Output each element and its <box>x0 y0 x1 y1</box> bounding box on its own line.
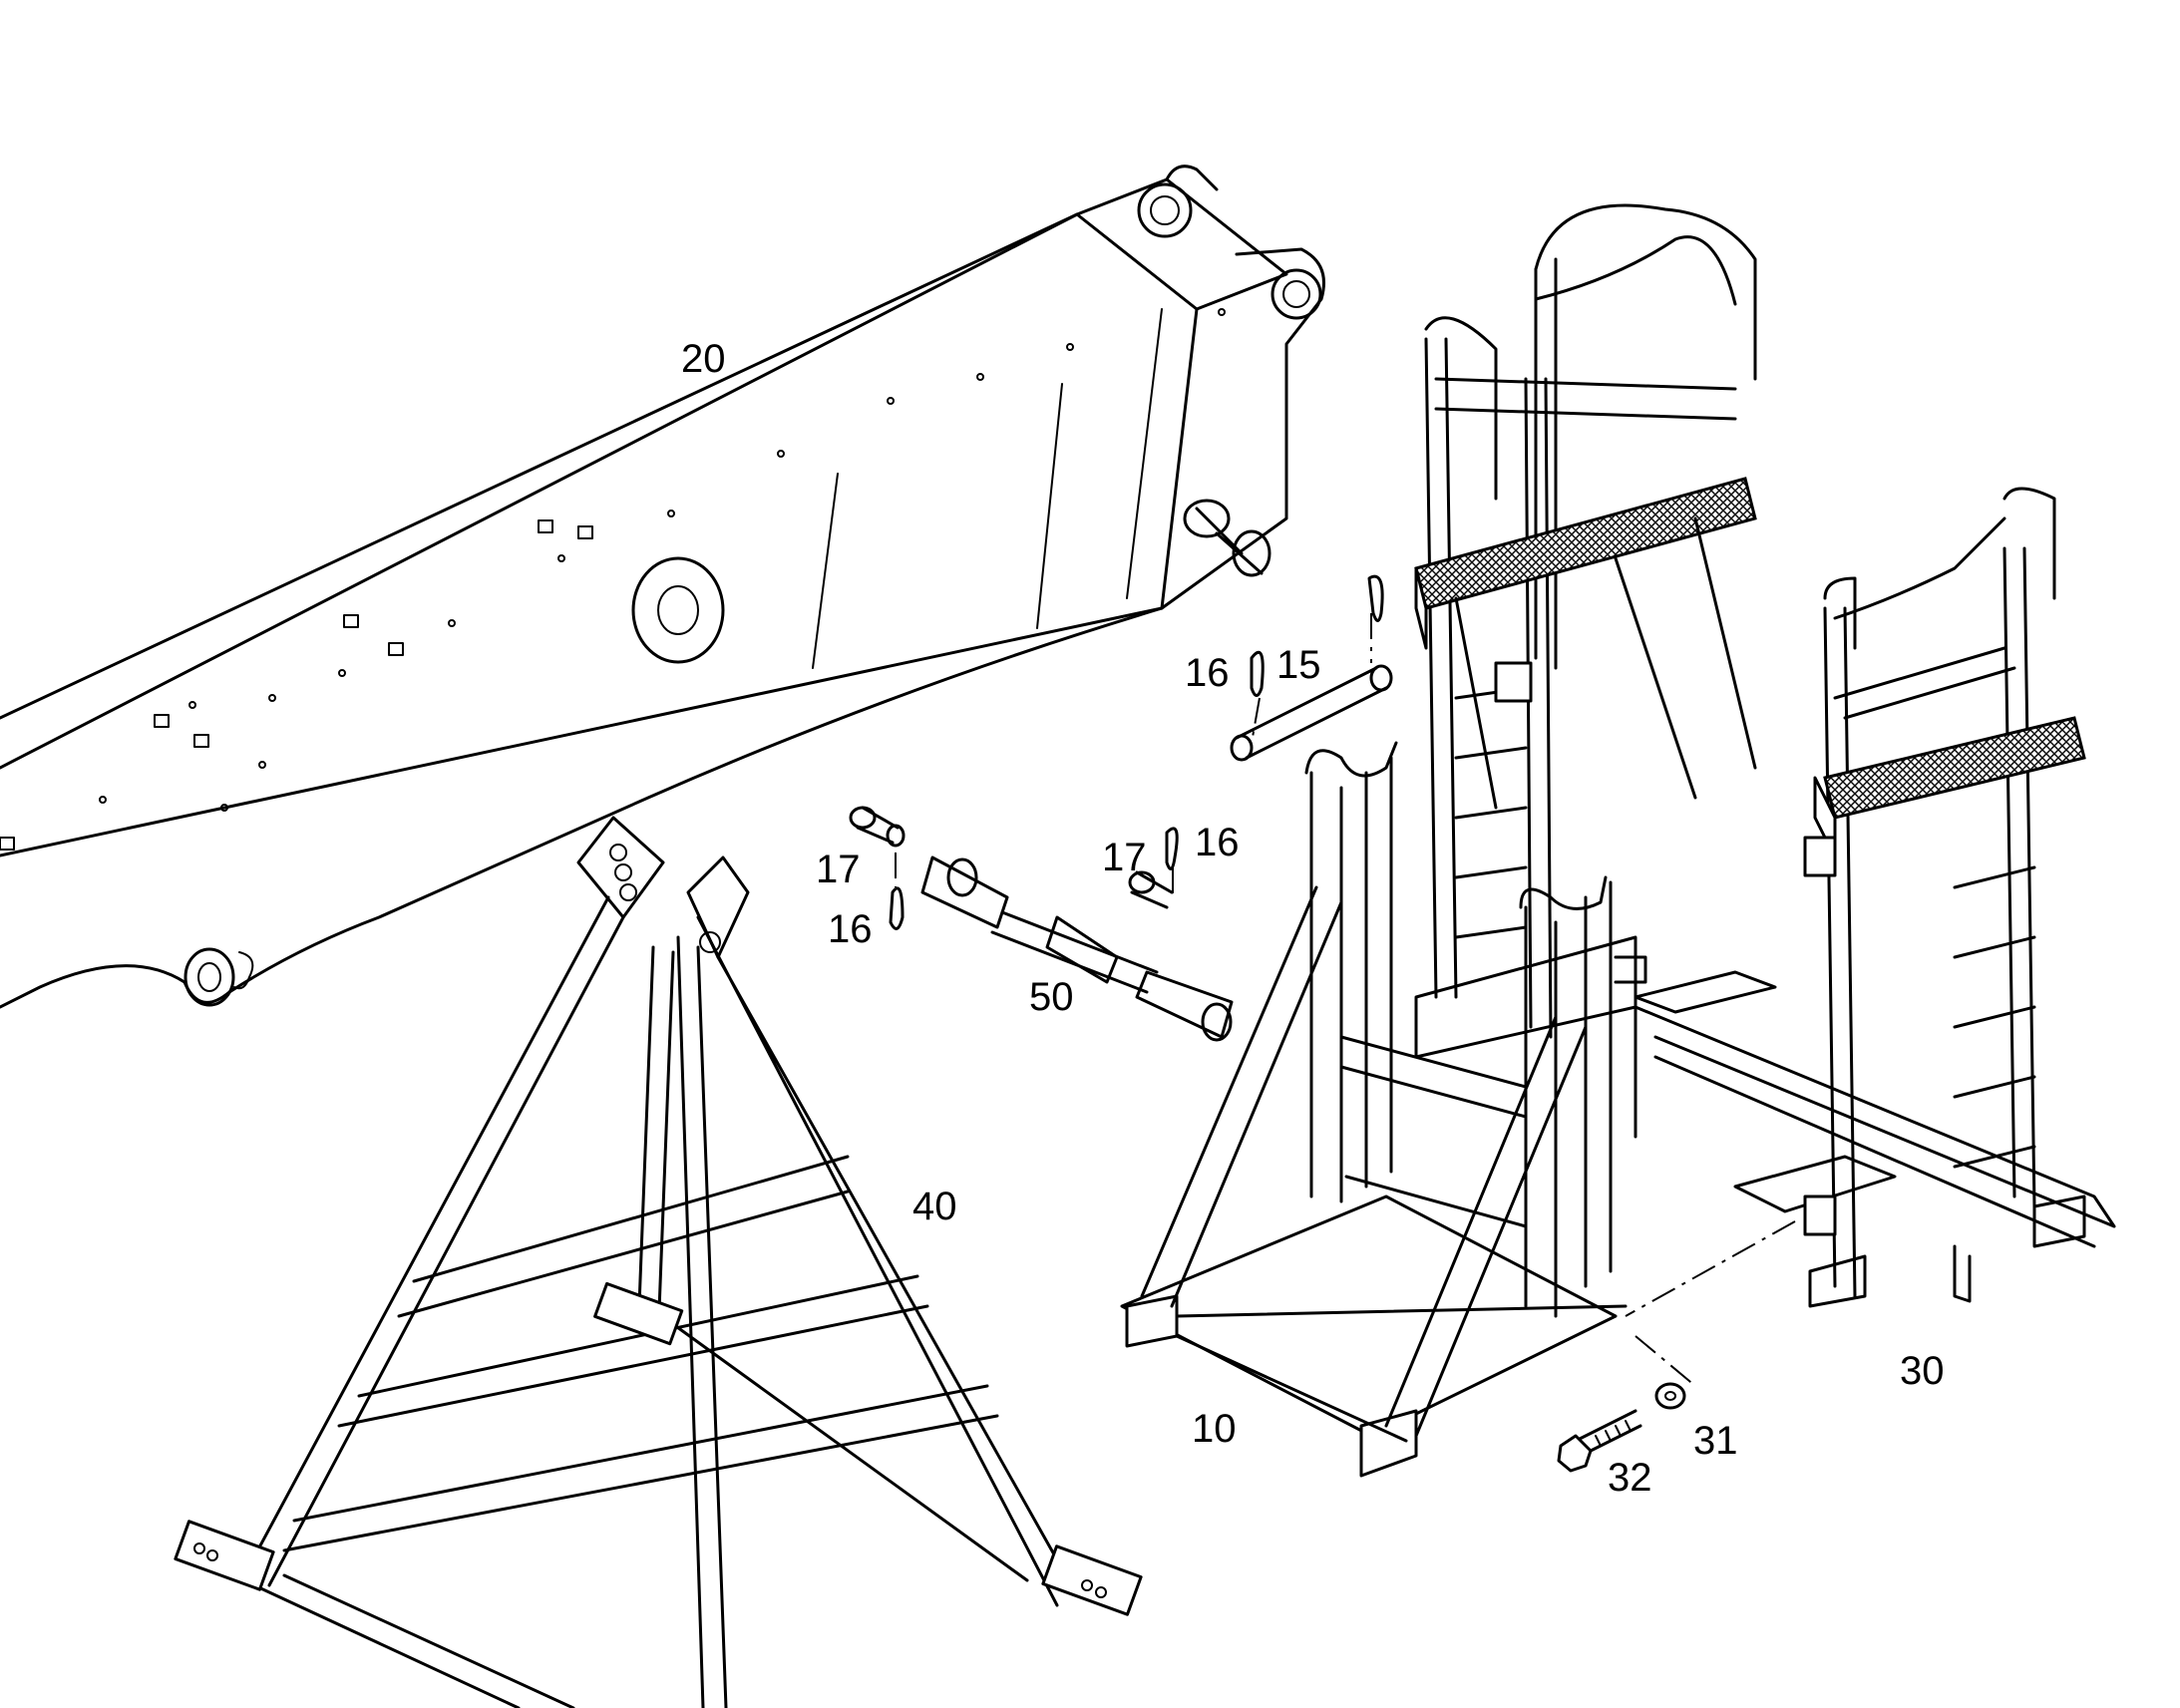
callout-pin-left: 17 <box>816 848 861 891</box>
callout-boom: 20 <box>681 337 726 381</box>
callout-a-frame-stand: 40 <box>912 1185 957 1228</box>
callout-pin-right: 17 <box>1102 836 1147 879</box>
callout-clip-right: 16 <box>1195 821 1240 864</box>
callout-pin-long: 15 <box>1276 643 1321 687</box>
callout-bolt: 32 <box>1608 1456 1652 1500</box>
callout-clip-top-left: 16 <box>1185 651 1230 695</box>
callout-cradle-stand: 10 <box>1192 1407 1237 1451</box>
boom-part <box>0 165 1325 1009</box>
cradle-stand-part <box>1120 741 1647 1478</box>
turnbuckle-assembly <box>849 574 1393 1042</box>
callout-turnbuckle: 50 <box>1029 975 1074 1019</box>
callout-ladder-platform: 30 <box>1900 1349 1945 1393</box>
a-frame-stand-part <box>174 816 1143 1708</box>
bolt-washer-parts <box>1557 1220 1796 1473</box>
callout-clip-left-lower: 16 <box>828 907 873 951</box>
callout-washer: 31 <box>1693 1419 1738 1463</box>
ladder-platform-part <box>1414 203 2116 1308</box>
